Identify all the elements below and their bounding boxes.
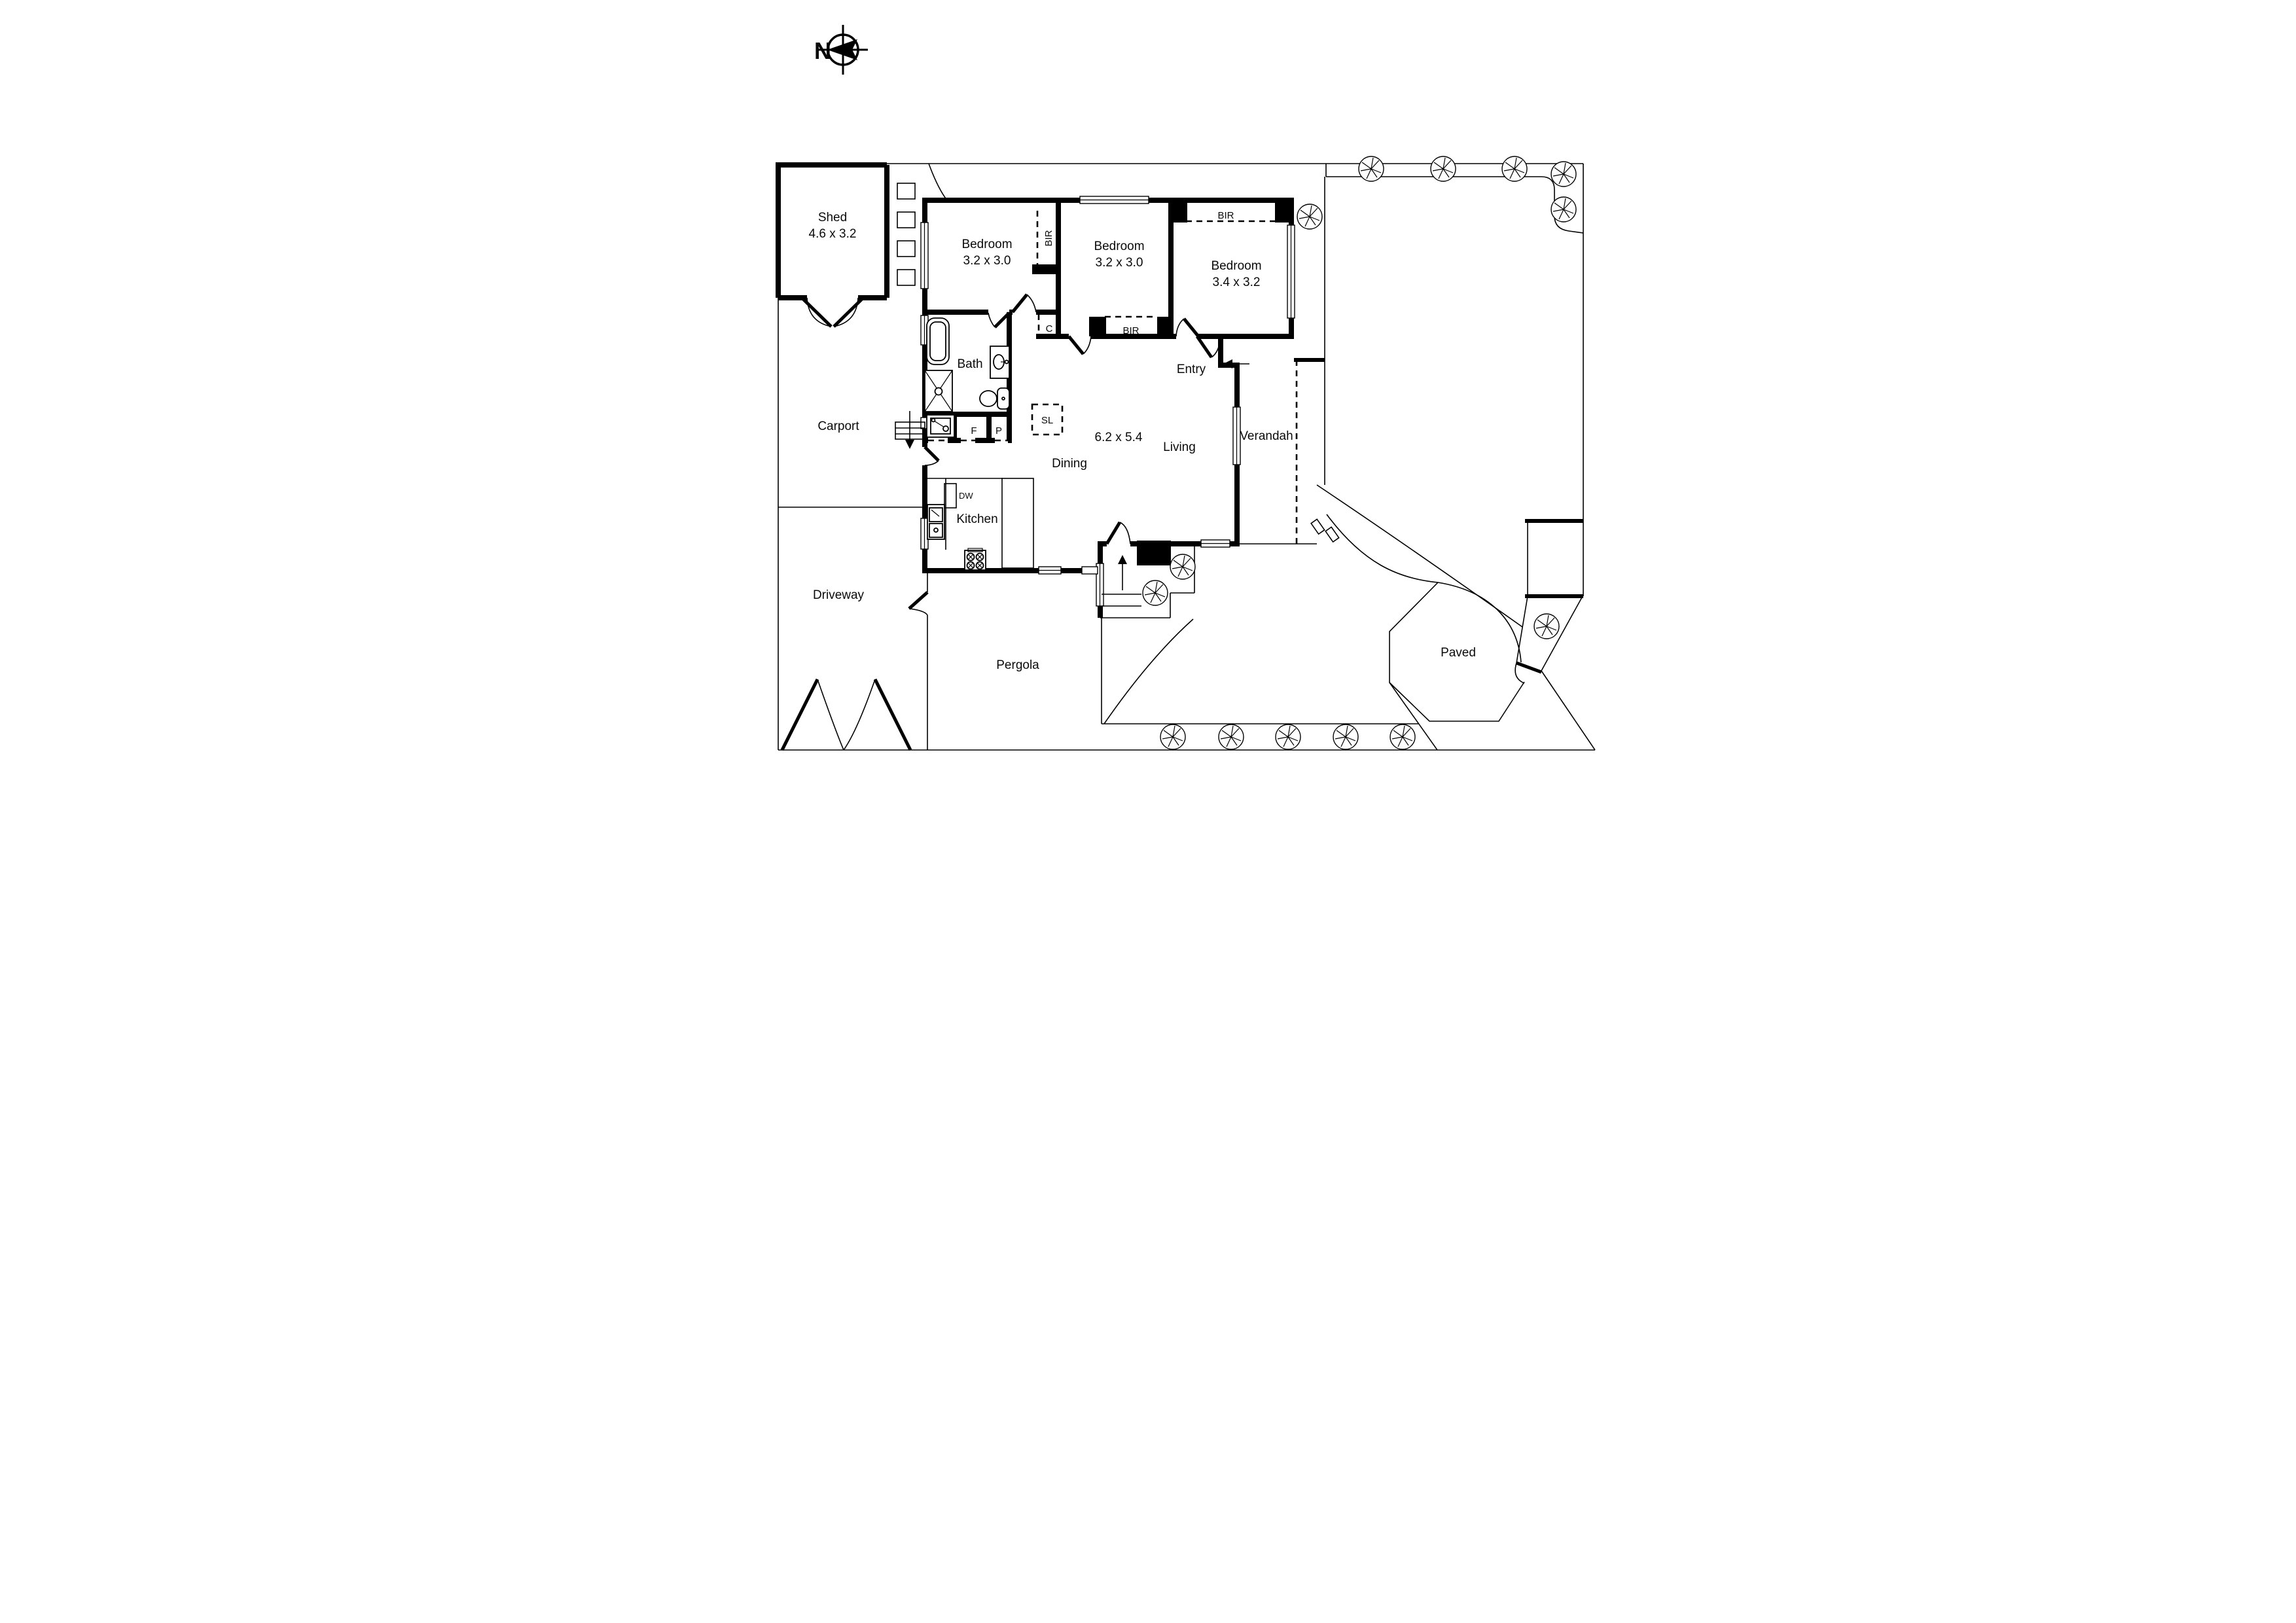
laundry-trough <box>926 414 955 438</box>
driveway-gates <box>780 678 912 751</box>
shed-dim: 4.6 x 3.2 <box>809 227 857 241</box>
linen-label: C <box>1046 323 1053 334</box>
pantry-label: P <box>996 425 1002 437</box>
window-bed2-north <box>1079 196 1149 204</box>
yard-lines <box>927 484 1523 750</box>
dining-label: Dining <box>1052 457 1087 471</box>
bedroom2-dim: 3.2 x 3.0 <box>1096 256 1143 270</box>
bedroom3-label: Bedroom <box>1211 259 1261 273</box>
bath-fixtures <box>924 317 1010 438</box>
skylight <box>1031 403 1064 436</box>
paved-area <box>1389 519 1596 751</box>
kitchen-label: Kitchen <box>956 512 997 526</box>
bir3-label: BIR <box>1217 210 1234 221</box>
kitchen-fixtures <box>927 478 1034 571</box>
site-boundary <box>778 163 1595 751</box>
door-entry <box>1195 335 1221 359</box>
pergola-label: Pergola <box>996 658 1039 672</box>
entry-arrow <box>1223 359 1249 368</box>
stove <box>964 548 986 571</box>
window-kitchen-south-2 <box>1081 566 1098 575</box>
door-back <box>1105 521 1131 545</box>
window-bed3-east <box>1287 224 1295 319</box>
door-bed1 <box>1011 293 1037 313</box>
compass-icon <box>818 25 868 75</box>
door-bath <box>988 312 1011 329</box>
door-driveway-gate <box>908 591 929 616</box>
door-side-carport <box>924 446 940 466</box>
window-kitchen-south <box>1038 566 1062 575</box>
door-bed3 <box>1175 317 1200 338</box>
skylight-label: SL <box>1041 415 1053 426</box>
entry-label: Entry <box>1177 363 1206 376</box>
bath-label: Bath <box>957 357 982 371</box>
fridge-label: F <box>971 425 977 437</box>
window-living-east <box>1232 406 1241 465</box>
bedroom1-dim: 3.2 x 3.0 <box>963 254 1011 268</box>
living-label: Living <box>1163 440 1196 454</box>
floor-plan-canvas: N Shed 4.6 x 3.2 <box>574 0 1722 812</box>
north-compass: N <box>814 25 868 75</box>
rear-gate <box>1516 661 1542 674</box>
shed-label: Shed <box>818 211 847 224</box>
bir1-label: BIR <box>1043 230 1054 246</box>
bedroom3-dim: 3.4 x 3.2 <box>1213 276 1261 289</box>
dishwasher-box <box>944 483 957 508</box>
paved-label: Paved <box>1441 646 1476 660</box>
window-bed1-west <box>920 222 929 289</box>
dishwasher-label: DW <box>959 491 973 501</box>
bedroom2-label: Bedroom <box>1094 240 1144 253</box>
carport-label: Carport <box>817 419 859 433</box>
shower <box>924 370 953 412</box>
door-bed2 <box>1067 335 1092 355</box>
window-porch-west <box>1096 563 1104 607</box>
window-living-south <box>1200 539 1230 548</box>
toilet <box>979 387 1010 410</box>
kitchen-sink <box>927 504 945 540</box>
storage-labels: BIR BIR BIR C F P SL DW <box>959 210 1234 501</box>
living-dining-dim: 6.2 x 5.4 <box>1095 431 1143 444</box>
robe-dashed-fronts <box>928 211 1298 544</box>
carport-steps <box>895 411 925 449</box>
doors <box>908 293 1221 616</box>
bir2-label: BIR <box>1122 325 1139 336</box>
shed: Shed 4.6 x 3.2 <box>776 162 889 328</box>
room-labels: Bedroom 3.2 x 3.0 Bedroom 3.2 x 3.0 Bedr… <box>813 238 1476 672</box>
floor-plan-page: N Shed 4.6 x 3.2 <box>574 0 1722 812</box>
garden-trees <box>1142 156 1577 750</box>
driveway-label: Driveway <box>813 588 865 602</box>
bedroom1-label: Bedroom <box>961 238 1012 251</box>
verandah-label: Verandah <box>1240 429 1293 443</box>
vanity-basin <box>990 346 1010 379</box>
